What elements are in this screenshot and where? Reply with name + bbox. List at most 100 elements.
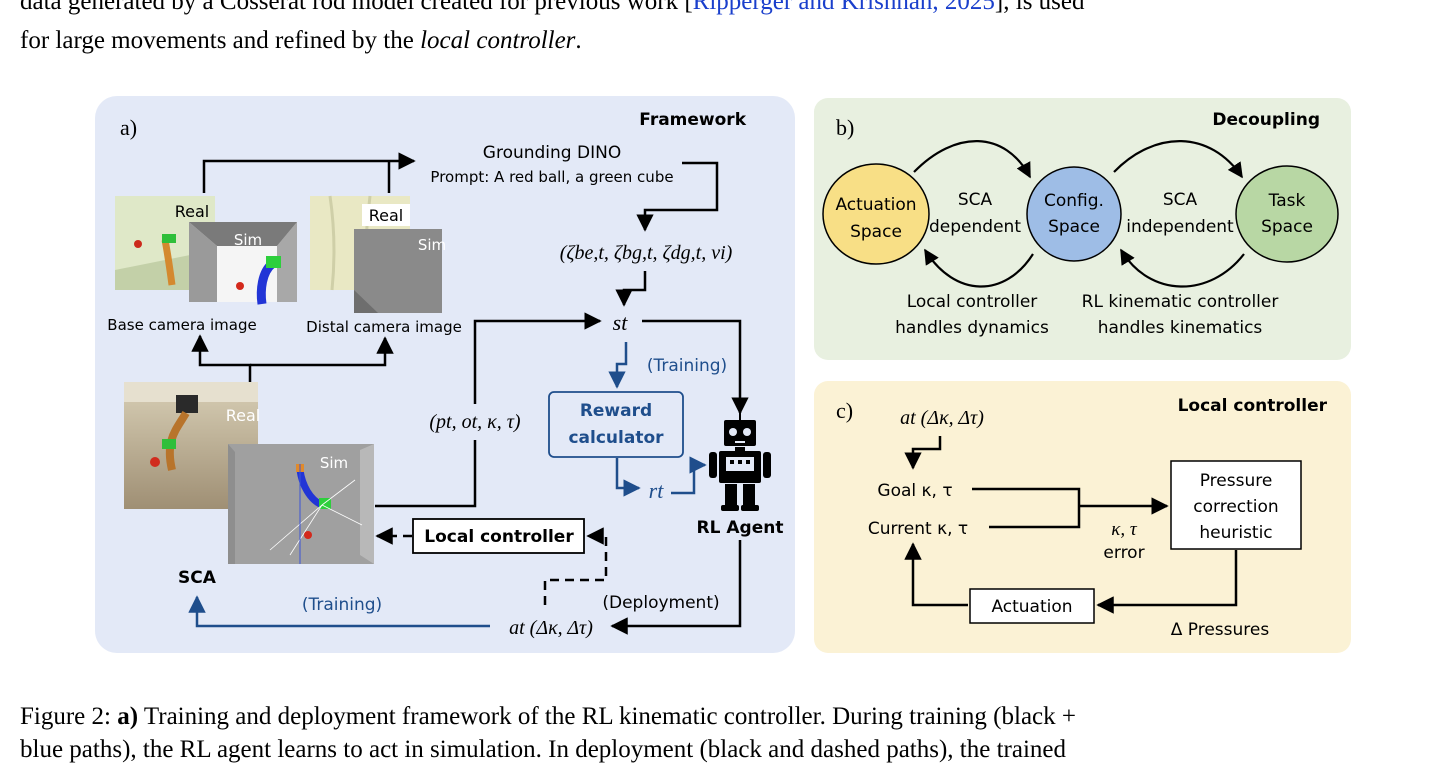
actuation-space-node — [822, 163, 930, 265]
arrow-sca-to-cameras — [191, 334, 252, 390]
deployment-label: (Deployment) — [602, 593, 719, 613]
figure-2: a) Framework Grounding DINO Prompt: A re… — [95, 96, 1351, 653]
state-st: st — [613, 310, 629, 335]
body-line-1: data generated by a Cosserat rod model c… — [20, 0, 1085, 17]
sca-dependent-2: dependent — [929, 217, 1021, 237]
arc-task-to-config — [1120, 248, 1245, 288]
sca-sim-image — [228, 444, 374, 564]
task-space-line1: Task — [1268, 191, 1306, 211]
arrow-dino-to-zeta — [636, 161, 719, 232]
sca-independent-1: SCA — [1163, 190, 1198, 210]
rl-controller-note-1: RL kinematic controller — [1082, 292, 1279, 312]
actuation-label: Actuation — [991, 597, 1072, 617]
arrow-actuation-to-current — [904, 542, 968, 607]
training-label-top: (Training) — [647, 356, 727, 376]
panel-c-background — [814, 381, 1351, 653]
body-line-2-italic: local controller — [420, 27, 576, 54]
panel-b-label: b) — [836, 115, 854, 140]
config-space-line1: Config. — [1044, 191, 1104, 211]
sca-sim-label: Sim — [320, 454, 348, 472]
local-controller-note-2: handles dynamics — [895, 318, 1049, 338]
base-sim-label: Sim — [234, 231, 262, 249]
grounding-dino-title: Grounding DINO — [483, 143, 621, 163]
reward-line-1: Reward — [580, 401, 652, 421]
reward-line-2: calculator — [568, 428, 664, 448]
line-current-to-err — [989, 506, 1081, 529]
error-line2: error — [1103, 543, 1144, 563]
body-line-1-post: ], is used — [994, 0, 1085, 15]
arrow-state-to-agent — [642, 319, 749, 415]
rl-controller-note-2: handles kinematics — [1098, 318, 1263, 338]
action-label-c: at (Δκ, Δτ) — [900, 407, 984, 429]
distal-camera-caption: Distal camera image — [306, 318, 462, 336]
sca-independent-2: independent — [1126, 217, 1234, 237]
task-space-line2: Space — [1261, 217, 1313, 237]
rl-agent-label: RL Agent — [697, 518, 784, 538]
training-label-bottom: (Training) — [302, 595, 382, 615]
body-line-1-pre: data generated by a Cosserat rod model c… — [20, 0, 693, 15]
caption-line-2-text: blue paths), the RL agent learns to act … — [20, 736, 1066, 763]
base-camera-image — [115, 196, 297, 305]
pressure-line3: heuristic — [1199, 523, 1272, 543]
pressure-line1: Pressure — [1200, 471, 1273, 491]
arrow-base-to-dino — [202, 152, 416, 193]
error-line1: κ, τ — [1111, 519, 1138, 540]
caption-line-2: blue paths), the RL agent learns to act … — [20, 735, 1066, 765]
line-goal-to-err — [972, 487, 1081, 506]
task-space-node — [1235, 165, 1339, 263]
arrow-pressure-to-actuation — [1096, 550, 1238, 614]
local-controller-box — [412, 518, 585, 554]
base-real-label: Real — [175, 202, 210, 221]
arrow-agent-to-action — [610, 540, 742, 635]
actuation-space-line1: Actuation — [835, 195, 916, 215]
pressure-line2: correction — [1193, 497, 1278, 517]
base-camera-caption: Base camera image — [107, 316, 256, 334]
actuation-space-line2: Space — [850, 222, 902, 242]
sca-real-label: Real — [226, 406, 261, 425]
arrow-sca-to-distal — [250, 336, 394, 367]
arc-config-to-act — [924, 248, 1034, 288]
caption-label: Figure 2: — [20, 703, 118, 730]
panel-a-label: a) — [120, 115, 137, 140]
panel-a-title: Framework — [639, 110, 746, 130]
caption-line: Figure 2: a) Training and deployment fra… — [20, 702, 1076, 732]
citation-link[interactable]: Ripperger and Krishnan, 2025 — [692, 0, 995, 15]
arrow-action-to-goal — [904, 436, 942, 470]
actuation-box — [969, 588, 1095, 624]
delta-pressures-label: Δ Pressures — [1171, 620, 1270, 640]
reward-rt: rt — [649, 478, 665, 503]
body-line-2-pre: for large movements and refined by the — [20, 27, 421, 54]
arrow-obs-to-state — [473, 312, 602, 404]
caption-bold: a) — [117, 703, 139, 730]
sca-dependent-1: SCA — [958, 190, 993, 210]
panel-b-title: Decoupling — [1212, 110, 1320, 130]
panel-c-title: Local controller — [1178, 396, 1328, 416]
action-label-a: at (Δκ, Δτ) — [509, 617, 593, 639]
config-space-line2: Space — [1048, 217, 1100, 237]
robot-icon — [709, 412, 771, 511]
local-controller-note-1: Local controller — [907, 292, 1038, 312]
arrow-zeta-to-state — [615, 271, 647, 307]
grounding-dino-prompt: Prompt: A red ball, a green cube — [430, 168, 673, 186]
arrow-state-to-reward — [608, 342, 628, 389]
arrow-deploy-to-local — [543, 527, 608, 605]
pressure-heuristic-box — [1170, 460, 1302, 550]
panel-c-label: c) — [836, 398, 853, 423]
arc-act-to-config — [913, 140, 1031, 179]
local-controller-label: Local controller — [424, 527, 574, 547]
body-line-2-post: . — [575, 27, 582, 54]
caption-rest: Training and deployment framework of the… — [138, 703, 1076, 730]
reward-calculator-box — [548, 391, 684, 458]
distal-real-label: Real — [369, 206, 404, 225]
arc-config-to-task — [1113, 140, 1243, 179]
goal-label: Goal κ, τ — [877, 481, 952, 501]
arrow-sca-to-obs — [375, 440, 477, 508]
distal-sim-label: Sim — [418, 236, 446, 254]
observations: (pt, ot, κ, τ) — [429, 411, 521, 433]
sca-label: SCA — [178, 568, 217, 588]
config-space-node — [1026, 166, 1122, 262]
body-line-2: for large movements and refined by the l… — [20, 26, 582, 56]
arrow-reward-to-r — [615, 458, 641, 497]
current-label: Current κ, τ — [868, 519, 968, 539]
arrow-r-to-agent — [671, 456, 707, 495]
